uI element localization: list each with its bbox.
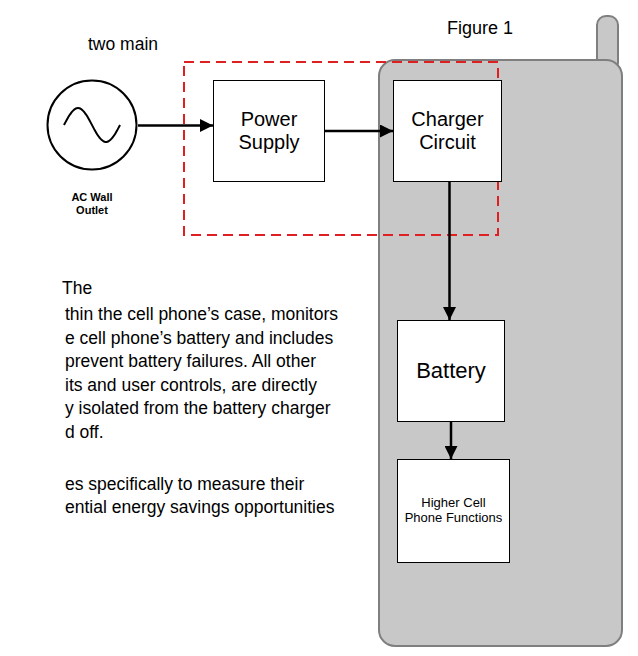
box-label: Battery — [416, 358, 486, 383]
body-text-fragment: thin the cell phone’s case, monitors — [65, 304, 338, 325]
body-text-fragment: two main — [88, 34, 158, 55]
body-text-fragment: ential energy savings opportunities — [65, 497, 334, 518]
body-text-fragment: The — [62, 278, 92, 299]
body-text-fragment: prevent battery failures. All other — [65, 351, 316, 372]
box-label: Power Supply — [220, 108, 318, 154]
process-box: Charger Circuit — [393, 80, 502, 182]
process-box: Battery — [397, 320, 505, 422]
flow-arrow — [450, 422, 453, 459]
process-box: Power Supply — [213, 80, 325, 182]
box-label: Charger Circuit — [400, 108, 495, 154]
flow-arrow — [138, 124, 213, 127]
flow-arrow — [448, 182, 451, 320]
process-box: Higher Cell Phone Functions — [397, 459, 510, 563]
body-text-fragment: es specifically to measure their — [65, 474, 304, 495]
flow-arrow — [325, 130, 393, 133]
outlet-symbol-outline — [46, 79, 138, 171]
body-text-fragment: d off. — [65, 422, 104, 443]
figure-title: Figure 1 — [447, 18, 513, 39]
sine-wave-symbol — [64, 108, 120, 142]
body-text-fragment: e cell phone’s battery and includes — [65, 328, 333, 349]
body-text-fragment: y isolated from the battery charger — [65, 398, 331, 419]
box-label: Higher Cell Phone Functions — [404, 496, 503, 526]
body-text-fragment: its and user controls, are directly — [65, 375, 317, 396]
ac-outlet-symbol: AC Wall Outlet — [46, 79, 138, 216]
symbol-caption: AC Wall Outlet — [66, 191, 118, 216]
phone-body — [379, 60, 622, 646]
outlet-circle — [46, 79, 138, 171]
